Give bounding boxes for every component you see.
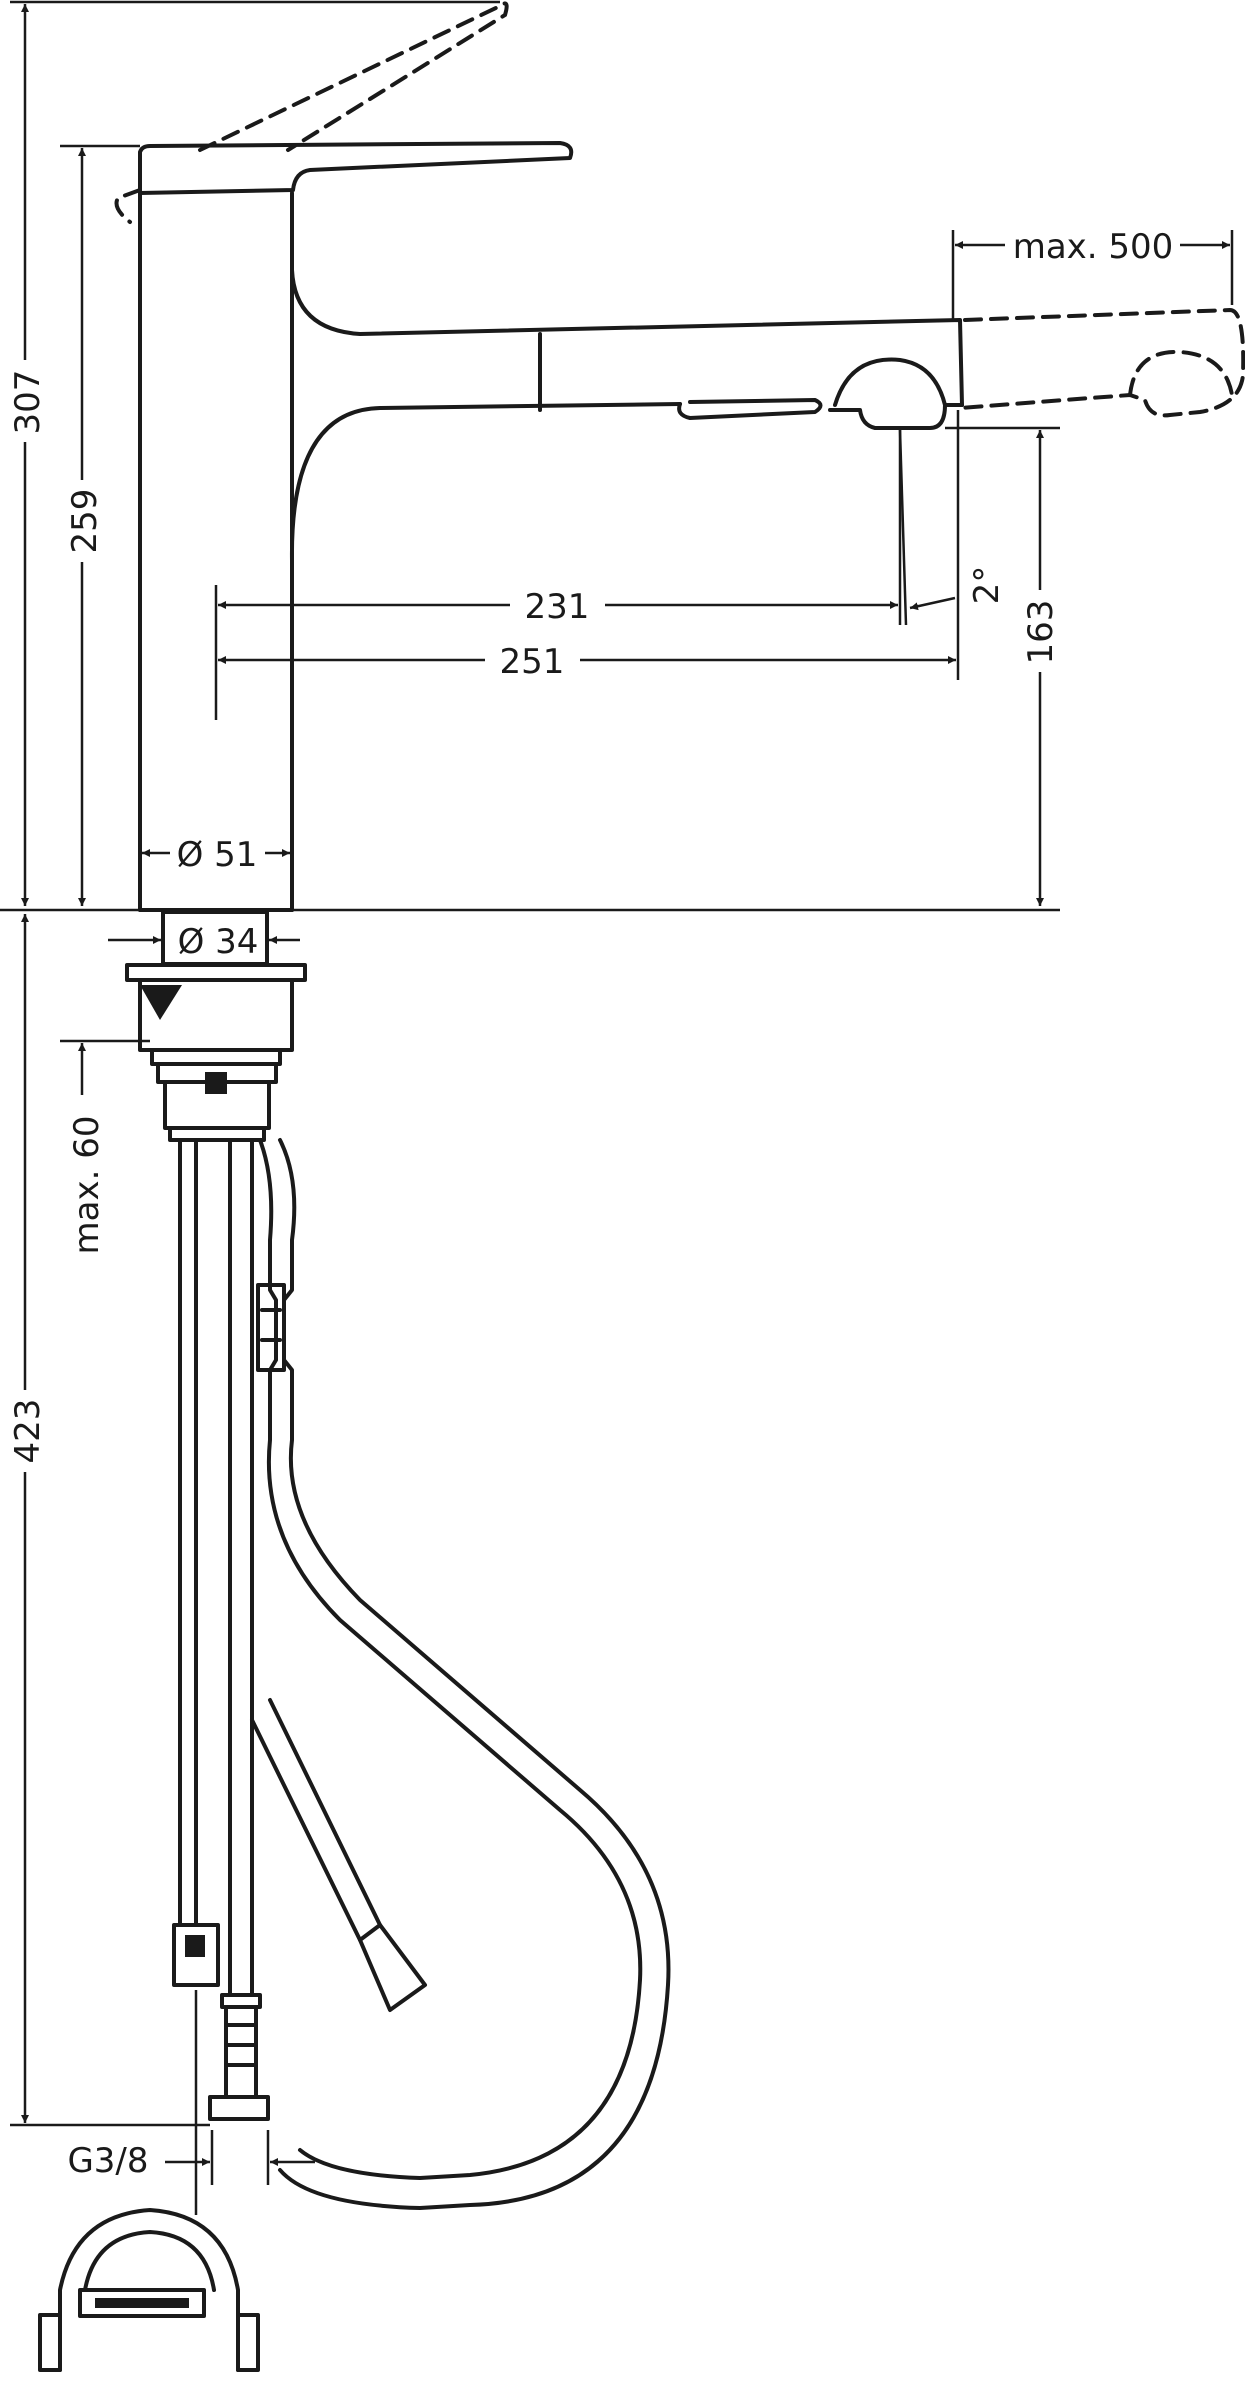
dim-label-lever-height: 259: [65, 489, 105, 554]
dim-pullout-length: max. 500: [951, 227, 1234, 320]
dim-below-deck: 423: [2, 914, 210, 2127]
mounting-base: [125, 910, 307, 1142]
dim-connection-thread: G3/8: [67, 2130, 315, 2185]
dim-shank-diameter: Ø 34: [108, 922, 300, 962]
handle-lever: [138, 141, 574, 197]
dim-label-spray-angle: 2°: [967, 566, 1007, 605]
pullout-hose: [250, 1138, 671, 2210]
dim-label-deck-thickness: max. 60: [67, 1116, 107, 1255]
dim-label-body-diameter: Ø 51: [177, 835, 258, 875]
hose-weight: [38, 2208, 260, 2372]
dim-lever-height: 259: [60, 144, 140, 906]
dim-spout-height: 163: [945, 426, 1064, 906]
spray-head-pulled-dashed: [958, 307, 1245, 418]
faucet-body: [138, 191, 294, 912]
dim-label-reach-short: 231: [525, 587, 590, 627]
dim-label-overall-height: 307: [8, 370, 48, 435]
dim-label-spout-height: 163: [1021, 600, 1061, 665]
dim-reach-short: 231: [214, 583, 898, 720]
dim-label-pullout-length: max. 500: [1013, 227, 1174, 267]
supply-tubes: [172, 1138, 270, 2215]
spray-angle-lines: [898, 429, 908, 626]
dim-deck-thickness: max. 60: [60, 1039, 150, 1255]
dim-label-shank-diameter: Ø 34: [178, 922, 259, 962]
dim-label-below-deck: 423: [8, 1399, 48, 1464]
dim-label-connection-thread: G3/8: [67, 2141, 148, 2181]
handle-raised-dashed: [114, 1, 509, 224]
dim-body-diameter: Ø 51: [142, 832, 290, 875]
spout: [289, 198, 964, 562]
dim-overall-height: 307: [2, 0, 500, 906]
dim-reach-long: 251: [218, 410, 960, 682]
dim-spray-angle: 2°: [909, 566, 1007, 611]
dim-label-reach-long: 251: [500, 642, 565, 682]
